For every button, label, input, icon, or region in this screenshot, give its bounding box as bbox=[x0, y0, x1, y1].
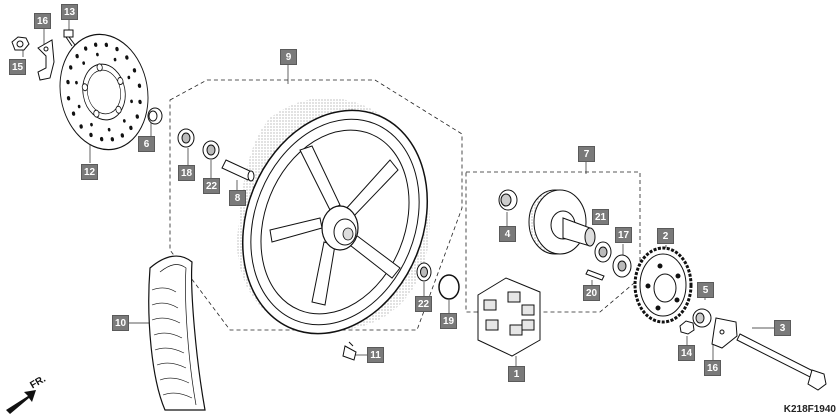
callout-14: 14 bbox=[678, 345, 695, 361]
callout-16-top: 16 bbox=[34, 13, 51, 29]
callout-7: 7 bbox=[578, 146, 595, 162]
wheel bbox=[237, 97, 430, 335]
bearings-left bbox=[177, 128, 220, 160]
callout-22-left: 22 bbox=[203, 178, 220, 194]
callout-9: 9 bbox=[280, 49, 297, 65]
callout-12: 12 bbox=[81, 164, 98, 180]
callout-13: 13 bbox=[61, 4, 78, 20]
callout-3: 3 bbox=[774, 320, 791, 336]
callout-18: 18 bbox=[178, 165, 195, 181]
callout-17: 17 bbox=[615, 227, 632, 243]
flange-nut bbox=[11, 36, 30, 51]
callout-6: 6 bbox=[138, 136, 155, 152]
callout-1: 1 bbox=[508, 366, 525, 382]
distance-collar bbox=[221, 159, 255, 182]
callout-2: 2 bbox=[657, 228, 674, 244]
callout-20: 20 bbox=[583, 285, 600, 301]
driven-flange bbox=[498, 189, 632, 281]
callout-4: 4 bbox=[499, 226, 516, 242]
callout-8: 8 bbox=[229, 190, 246, 206]
air-valve bbox=[342, 341, 357, 361]
bearing-and-oring bbox=[416, 262, 460, 300]
damper-rubbers bbox=[477, 277, 541, 357]
callout-19: 19 bbox=[440, 313, 457, 329]
collar bbox=[147, 107, 163, 125]
callout-15: 15 bbox=[9, 59, 26, 75]
callout-10: 10 bbox=[112, 315, 129, 331]
brake-disc bbox=[59, 33, 149, 151]
bracket bbox=[37, 39, 55, 81]
callout-21: 21 bbox=[592, 209, 609, 225]
sprocket bbox=[633, 246, 693, 324]
bolt bbox=[63, 29, 76, 47]
callout-22-right: 22 bbox=[415, 296, 432, 312]
axle-parts bbox=[679, 308, 827, 391]
front-direction-arrow bbox=[6, 390, 36, 414]
callout-11: 11 bbox=[367, 347, 384, 363]
callout-5: 5 bbox=[697, 282, 714, 298]
callout-16-bottom: 16 bbox=[704, 360, 721, 376]
diagram-code: K218F1940 bbox=[783, 404, 836, 415]
tire bbox=[148, 255, 206, 411]
